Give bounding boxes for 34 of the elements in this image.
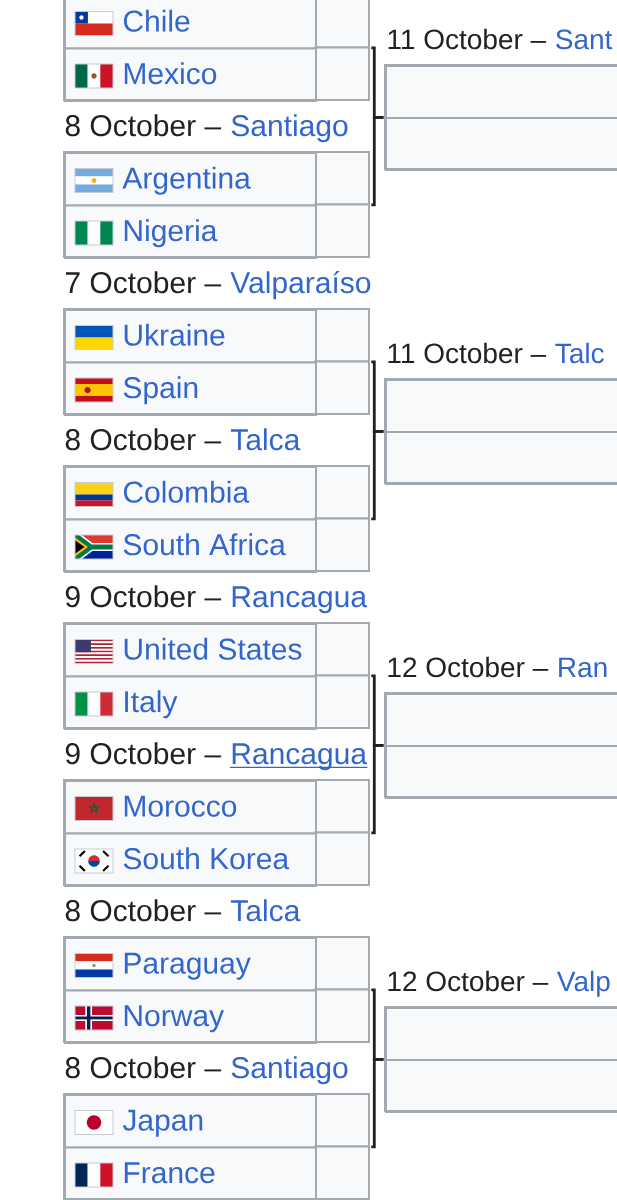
venue-link: Sant: [556, 29, 613, 50]
match-date: 8 October –: [65, 1056, 222, 1079]
venue-link: Santiago: [231, 1056, 348, 1085]
empty-cell: [385, 1007, 617, 1061]
venue-link: Rancagua: [232, 586, 368, 614]
empty-cell: [385, 117, 617, 171]
empty-cell: [385, 379, 617, 433]
match-date: 12 October –: [388, 970, 549, 992]
match-date: 8 October –: [65, 428, 222, 451]
empty-cell: [385, 693, 617, 747]
venue-link: Talca: [230, 899, 301, 922]
match-date: 8 October –: [65, 899, 222, 922]
match-date: 9 October –: [65, 585, 222, 608]
match-date: 11 October –: [388, 342, 547, 364]
empty-cell: [385, 431, 617, 485]
venue-link: Valparaíso: [230, 270, 371, 300]
empty-cell: [385, 1059, 617, 1113]
venue-link: Santiago: [231, 114, 348, 143]
venue-link: Talc: [555, 342, 604, 364]
venue-link: Rancagua: [229, 743, 369, 771]
empty-cell: [385, 65, 617, 119]
match-date: 8 October –: [65, 114, 222, 137]
match-date: 7 October –: [65, 271, 222, 294]
bracket-line: [371, 430, 384, 521]
empty-cell: [385, 745, 617, 799]
match-date: 12 October –: [388, 656, 549, 678]
venue-link: Valp: [557, 970, 610, 997]
venue-link: Ran: [559, 657, 607, 678]
bracket-line: [371, 744, 384, 835]
match-date: 9 October –: [65, 742, 222, 765]
venue-link: Talca: [230, 428, 301, 451]
bracket-line: [371, 116, 384, 207]
match-date: 11 October –: [388, 28, 547, 50]
bracket-line: [371, 1058, 384, 1149]
